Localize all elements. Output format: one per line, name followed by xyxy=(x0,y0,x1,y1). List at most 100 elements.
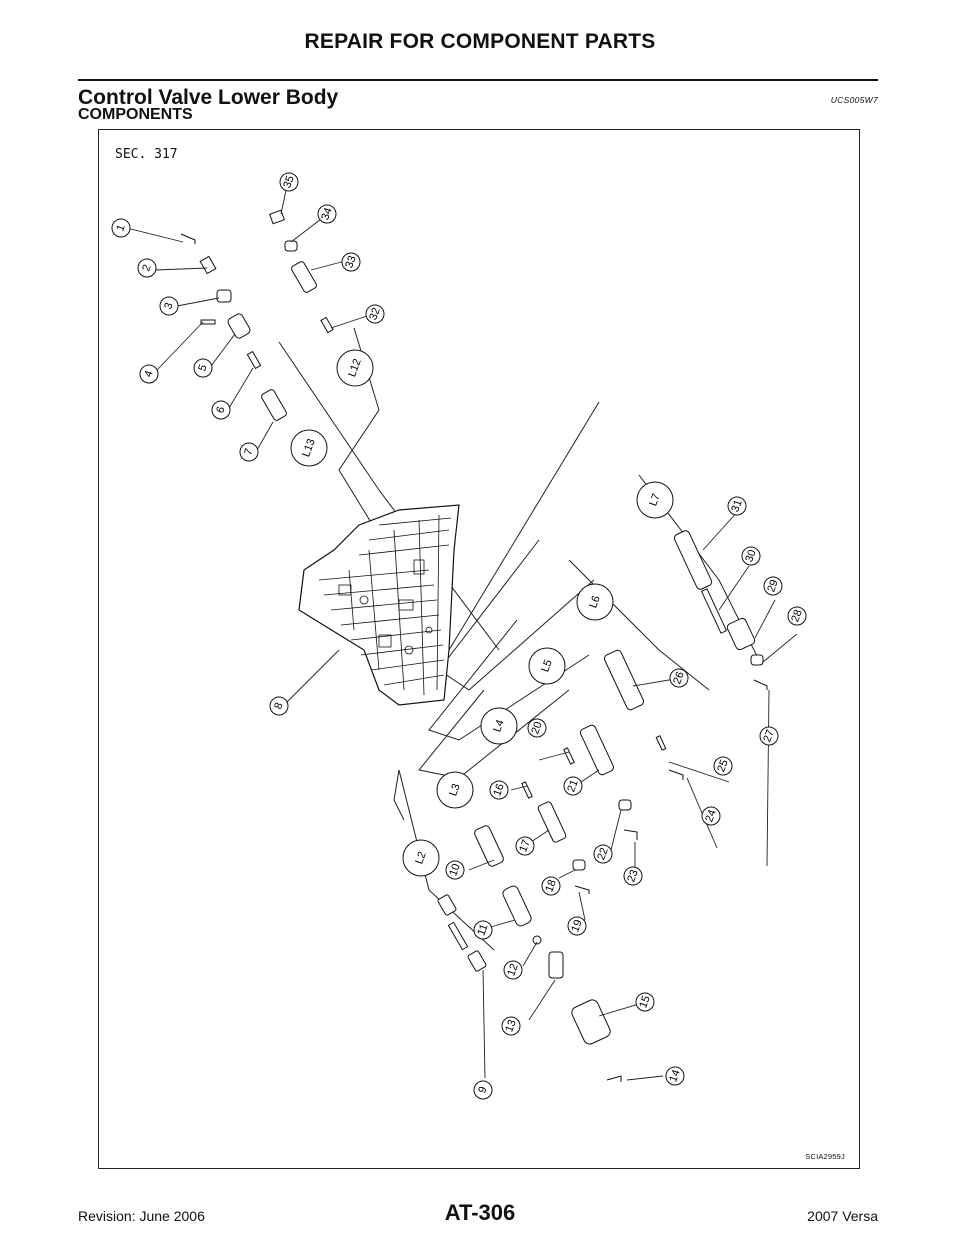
passage-callout-l6: L6 xyxy=(576,583,614,621)
part-callout-29-text: 29 xyxy=(765,578,780,594)
part-callout-34: 34 xyxy=(317,204,337,224)
part-callout-6: 6 xyxy=(211,400,231,420)
part-callout-18: 18 xyxy=(541,876,561,896)
part-callout-13-text: 13 xyxy=(503,1018,518,1034)
part-callout-35: 35 xyxy=(279,172,299,192)
part-callout-20: 20 xyxy=(527,718,547,738)
part-callout-27: 27 xyxy=(759,726,779,746)
part-callout-30: 30 xyxy=(741,546,761,566)
part-callout-4: 4 xyxy=(139,364,159,384)
part-callout-33: 33 xyxy=(341,252,361,272)
part-glyphs xyxy=(180,209,768,1082)
part-callout-11-text: 11 xyxy=(475,923,490,938)
part-callout-31: 31 xyxy=(727,496,747,516)
part-callout-2: 2 xyxy=(137,258,157,278)
part-callout-32: 32 xyxy=(365,304,385,324)
part-callout-19-text: 19 xyxy=(569,918,584,934)
passage-callout-l12-text: L12 xyxy=(346,357,364,378)
passage-callout-l6-text: L6 xyxy=(587,594,602,610)
part-callout-17: 17 xyxy=(515,836,535,856)
part-callout-7: 7 xyxy=(239,442,259,462)
part-callout-32-text: 32 xyxy=(367,306,382,322)
part-callout-15: 15 xyxy=(635,992,655,1012)
part-callout-4-text: 4 xyxy=(142,369,155,379)
part-callout-6-text: 6 xyxy=(214,405,227,415)
part-callout-30-text: 30 xyxy=(743,548,758,564)
control-valve-exploded-diagram: 1234567891011121314151617181920212223242… xyxy=(111,172,807,1100)
section-number-label: SEC. 317 xyxy=(115,147,178,162)
part-callout-9-text: 9 xyxy=(476,1085,489,1095)
part-callout-19: 19 xyxy=(567,916,587,936)
part-callout-13: 13 xyxy=(501,1016,521,1036)
header-rule xyxy=(78,79,878,81)
part-callout-17-text: 17 xyxy=(517,838,532,854)
part-callout-1-text: 1 xyxy=(114,223,127,233)
passage-callout-l4-text: L4 xyxy=(491,718,506,734)
valve-body-icon xyxy=(298,504,460,706)
part-callout-5: 5 xyxy=(193,358,213,378)
part-callout-11: 11 xyxy=(473,920,493,940)
footer-page-number: AT-306 xyxy=(444,1200,516,1225)
part-callout-14: 14 xyxy=(665,1066,685,1086)
part-callout-10-text: 10 xyxy=(447,862,462,878)
part-callout-24-text: 24 xyxy=(703,808,718,824)
part-callout-26-text: 26 xyxy=(671,670,686,686)
passage-callout-l3: L3 xyxy=(436,771,474,809)
subsection-title: COMPONENTS xyxy=(78,106,193,123)
part-callout-2-text: 2 xyxy=(140,263,153,273)
passage-callout-l7-text: L7 xyxy=(647,492,662,508)
footer-revision: Revision: June 2006 xyxy=(78,1208,205,1224)
section-title: Control Valve Lower Body xyxy=(78,86,339,109)
figure-id-label: SCIA2959J xyxy=(805,1152,845,1161)
passage-callout-l2: L2 xyxy=(402,839,440,877)
part-callout-23-text: 23 xyxy=(625,868,640,884)
part-callout-3-text: 3 xyxy=(162,301,175,311)
part-callout-25-text: 25 xyxy=(715,758,730,774)
part-callout-16-text: 16 xyxy=(491,782,506,798)
part-callout-20-text: 20 xyxy=(529,720,544,736)
passage-callout-l2-text: L2 xyxy=(413,850,428,866)
passage-callout-l13: L13 xyxy=(290,429,328,467)
part-callout-28: 28 xyxy=(787,606,807,626)
passage-callout-l4: L4 xyxy=(480,707,518,745)
part-callout-7-text: 7 xyxy=(242,447,255,457)
part-callout-21: 21 xyxy=(563,776,583,796)
passage-callout-l12: L12 xyxy=(336,349,374,387)
leader-lines xyxy=(126,175,798,1081)
part-callout-5-text: 5 xyxy=(196,363,209,373)
passage-callout-l5-text: L5 xyxy=(539,658,554,674)
part-callout-8: 8 xyxy=(269,696,289,716)
part-callout-16: 16 xyxy=(489,780,509,800)
part-callout-33-text: 33 xyxy=(343,254,358,270)
part-callout-29: 29 xyxy=(763,576,783,596)
passage-callout-l13-text: L13 xyxy=(300,437,318,458)
exploded-view-figure: SEC. 317 xyxy=(98,129,860,1169)
passage-callout-l5: L5 xyxy=(528,647,566,685)
section-code: UCS005W7 xyxy=(830,95,878,105)
part-callout-31-text: 31 xyxy=(729,498,744,514)
part-callout-22: 22 xyxy=(593,844,613,864)
part-callout-12-text: 12 xyxy=(505,962,520,978)
passage-callout-l3-text: L3 xyxy=(447,782,462,798)
part-callout-18-text: 18 xyxy=(543,878,558,894)
part-callout-12: 12 xyxy=(503,960,523,980)
passage-callout-l7: L7 xyxy=(636,481,674,519)
part-callout-27-text: 27 xyxy=(761,728,776,744)
part-callout-26: 26 xyxy=(669,668,689,688)
part-callout-23: 23 xyxy=(623,866,643,886)
part-callout-15-text: 15 xyxy=(637,994,652,1010)
part-callout-21-text: 21 xyxy=(565,778,580,794)
part-callout-14-text: 14 xyxy=(667,1068,682,1084)
page-header-title: REPAIR FOR COMPONENT PARTS xyxy=(304,30,656,53)
part-callout-34-text: 34 xyxy=(319,206,334,222)
part-callout-28-text: 28 xyxy=(789,608,804,624)
part-callout-35-text: 35 xyxy=(281,174,296,190)
part-callout-1: 1 xyxy=(111,218,131,238)
part-callout-22-text: 22 xyxy=(595,846,610,862)
footer-model: 2007 Versa xyxy=(807,1208,878,1224)
part-callout-24: 24 xyxy=(701,806,721,826)
part-callout-10: 10 xyxy=(445,860,465,880)
part-callout-3: 3 xyxy=(159,296,179,316)
part-callout-9: 9 xyxy=(473,1080,493,1100)
part-callout-8-text: 8 xyxy=(272,701,285,711)
